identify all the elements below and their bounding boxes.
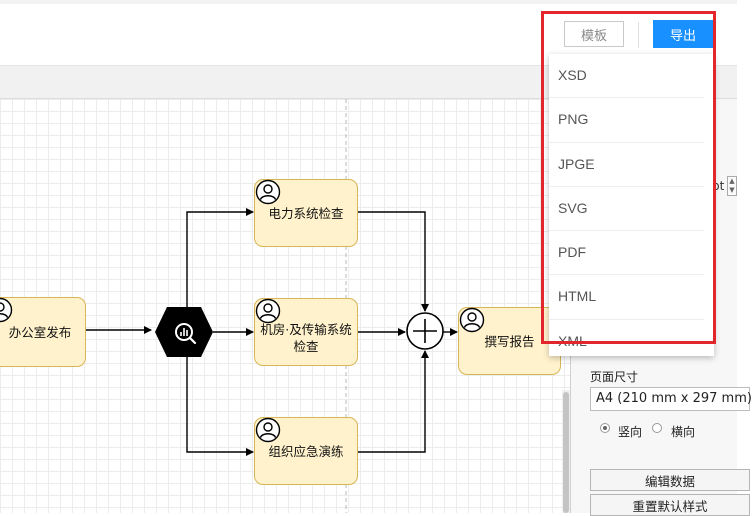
task-label: 机房·及传输系统检查 bbox=[260, 322, 352, 354]
portrait-label: 竖向 bbox=[618, 425, 643, 439]
export-option-png[interactable]: PNG bbox=[549, 98, 704, 143]
task-label: 办公室发布 bbox=[8, 324, 72, 340]
connector-layer bbox=[86, 99, 458, 513]
landscape-label: 横向 bbox=[671, 425, 696, 439]
export-option-xml[interactable]: XML bbox=[558, 332, 587, 349]
landscape-radio[interactable] bbox=[652, 423, 662, 433]
task-label: 组织应急演练 bbox=[268, 443, 344, 459]
plus-circle-icon[interactable] bbox=[406, 312, 444, 350]
user-icon bbox=[255, 298, 281, 324]
page-size-select[interactable]: A4 (210 mm x 297 mm) bbox=[590, 387, 752, 411]
export-option-jpge[interactable]: JPGE bbox=[549, 143, 704, 187]
export-option-pdf[interactable]: PDF bbox=[549, 231, 704, 276]
diagram-canvas[interactable]: 办公室发布 电力系统检查 机房·及传输系统检查 组织应急演练 撰写报告 bbox=[0, 99, 570, 513]
export-button[interactable]: 导出 bbox=[653, 20, 713, 48]
edit-data-button[interactable]: 编辑数据 bbox=[590, 469, 750, 491]
task-office-release[interactable]: 办公室发布 bbox=[0, 297, 86, 367]
export-option-html[interactable]: HTML bbox=[549, 275, 704, 320]
export-option-svg[interactable]: SVG bbox=[549, 187, 704, 232]
flow-drill-to-join[interactable] bbox=[358, 350, 429, 453]
flow-gateway-to-power[interactable] bbox=[186, 208, 254, 307]
user-icon bbox=[459, 307, 485, 333]
export-option-xsd[interactable]: XSD bbox=[549, 54, 704, 99]
task-label: 撰写报告 bbox=[484, 333, 535, 349]
reset-style-button[interactable]: 重置默认样式 bbox=[590, 494, 750, 516]
unit-spinner[interactable]: ▲▼ bbox=[727, 176, 737, 196]
search-chart-icon bbox=[175, 323, 197, 345]
user-icon bbox=[255, 179, 281, 205]
gateway-hexagon[interactable] bbox=[155, 307, 213, 357]
export-dropdown: XSD PNG JPGE SVG PDF HTML XML bbox=[549, 54, 714, 356]
task-label: 电力系统检查 bbox=[268, 205, 344, 221]
user-icon bbox=[255, 417, 281, 443]
panel-scrollbar-thumb[interactable] bbox=[563, 392, 569, 513]
top-bar-shadow bbox=[0, 0, 737, 4]
template-button[interactable]: 模板 bbox=[564, 21, 624, 47]
page-size-label: 页面尺寸 bbox=[590, 370, 639, 384]
flow-gateway-to-drill[interactable] bbox=[186, 357, 254, 456]
flow-power-to-join[interactable] bbox=[358, 211, 429, 312]
toolbar-divider bbox=[638, 22, 639, 48]
portrait-radio[interactable] bbox=[600, 423, 610, 433]
user-icon bbox=[0, 297, 13, 323]
